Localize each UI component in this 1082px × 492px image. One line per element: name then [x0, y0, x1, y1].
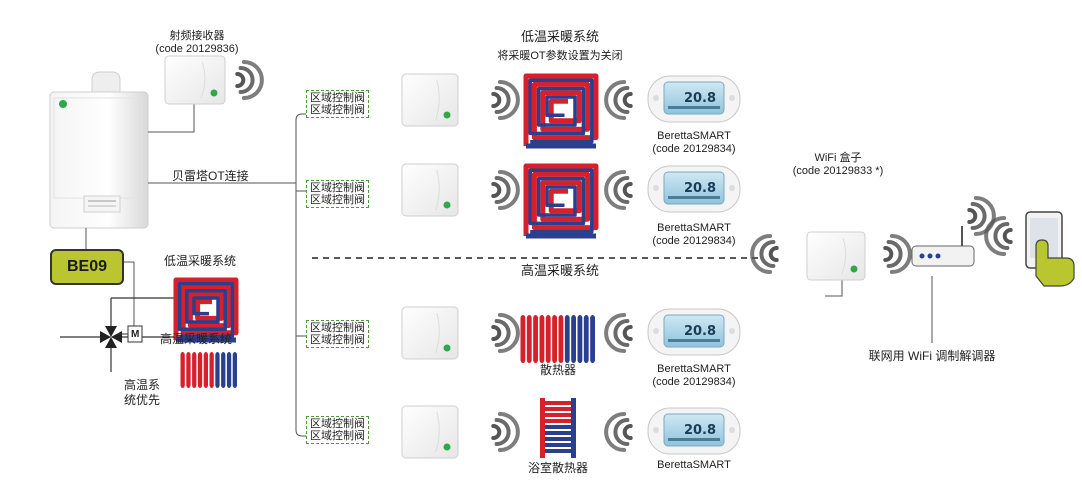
wifi-box-name: WiFi 盒子 — [814, 152, 862, 164]
router-label: 联网用 WiFi 调制解调器 — [868, 349, 996, 363]
device-layer: 20.8 20.8 20.8 20.8 — [164, 55, 1075, 459]
left-high-temp-label: 高温采暖系统 — [160, 332, 233, 346]
wifi-router — [911, 226, 975, 267]
priority-label-line1: 高温系 — [124, 378, 161, 392]
phone-waves-icon — [984, 216, 1013, 256]
router-waves-icon — [967, 196, 996, 236]
zone-valve-3-led-icon — [443, 344, 451, 352]
low-temp-system-title: 低温采暖系统 — [520, 29, 600, 44]
zone-2-waves-icon — [491, 170, 520, 210]
thermostat-name-2: BerettaSMART — [657, 222, 731, 234]
left-radiator — [180, 352, 237, 388]
thermostat-2-display: 20.8 — [684, 181, 716, 196]
low-temp-system-subtitle: 将采暖OT参数设置为关闭 — [497, 50, 623, 62]
thermostat-1-display: 20.8 — [684, 91, 716, 106]
zone-valve-4 — [401, 405, 459, 459]
hand-icon — [1035, 239, 1075, 287]
rf-receiver-led-icon — [210, 89, 218, 97]
thermostat-name-3: BerettaSMART — [657, 363, 731, 375]
zone-valve-label-1: 区域控制阀区域控制阀 — [306, 90, 369, 118]
wifi-box-right-waves-icon — [883, 234, 912, 274]
zone-valve-label-2: 区域控制阀区域控制阀 — [306, 180, 369, 208]
thermostat-4-waves-icon — [604, 412, 633, 452]
zone-valve-label-4: 区域控制阀区域控制阀 — [306, 416, 369, 444]
wifi-box-led-icon — [850, 265, 858, 273]
rf-receiver-code: (code 20129836) — [155, 43, 239, 55]
thermostat-code-2: (code 20129834) — [652, 235, 736, 247]
left-hydraulic-circuit — [60, 297, 182, 372]
thermostat-3-waves-icon — [604, 313, 633, 353]
zone-valve-2 — [401, 163, 459, 217]
wifi-box-left-waves-icon — [750, 234, 779, 274]
smartphone-icon — [1025, 211, 1075, 287]
left-floor-heating — [173, 277, 239, 343]
motor-box — [127, 325, 143, 343]
wifi-box — [806, 231, 866, 281]
left-low-temp-label: 低温采暖系统 — [164, 254, 237, 268]
thermostat-1: 20.8 — [647, 75, 741, 123]
thermostat-code-1: (code 20129834) — [652, 143, 736, 155]
thermostat-name-4: BerettaSMART — [657, 459, 731, 471]
zone-1-waves-icon — [491, 80, 520, 120]
zone-3-waves-icon — [491, 313, 520, 353]
boiler — [49, 71, 149, 229]
floor-heating-2 — [523, 163, 599, 239]
radiator-label: 散热器 — [539, 363, 577, 377]
radiator — [520, 315, 595, 363]
rf-receiver — [164, 55, 226, 105]
thermostat-2-waves-icon — [604, 170, 633, 210]
model-badge: BE09 — [50, 249, 124, 285]
floor-heating-1 — [523, 73, 599, 149]
zone-valve-3 — [401, 306, 459, 360]
zone-valve-1 — [401, 73, 459, 127]
high-temp-system-title: 高温采暖系统 — [520, 263, 600, 278]
zone-valve-label-3: 区域控制阀区域控制阀 — [306, 320, 369, 348]
towel-radiator-label: 浴室散热器 — [527, 461, 589, 475]
towel-radiator — [540, 398, 576, 458]
rf-receiver-waves-icon — [235, 60, 264, 100]
boiler-control-panel — [83, 195, 121, 213]
zone-4-waves-icon — [491, 412, 520, 452]
thermostat-4: 20.8 — [647, 407, 741, 455]
wifi-box-code: (code 20129833 *) — [792, 165, 884, 177]
thermostat-3: 20.8 — [647, 308, 741, 356]
thermostat-2: 20.8 — [647, 165, 741, 213]
thermostat-3-display: 20.8 — [684, 324, 716, 339]
thermostat-4-display: 20.8 — [684, 423, 716, 438]
thermostat-name-1: BerettaSMART — [657, 130, 731, 142]
zone-valve-4-led-icon — [443, 443, 451, 451]
priority-label-line2: 统优先 — [124, 393, 161, 407]
ot-link-label: 贝雷塔OT连接 — [172, 169, 249, 183]
thermostat-1-waves-icon — [604, 80, 633, 120]
zone-valve-1-led-icon — [443, 111, 451, 119]
rf-receiver-name: 射频接收器 — [169, 30, 225, 42]
thermostat-code-3: (code 20129834) — [652, 376, 736, 388]
motor-label: M — [131, 329, 140, 340]
zone-valve-2-led-icon — [443, 201, 451, 209]
mixing-valve-icon — [100, 331, 111, 343]
boiler-logo-icon — [59, 100, 67, 108]
